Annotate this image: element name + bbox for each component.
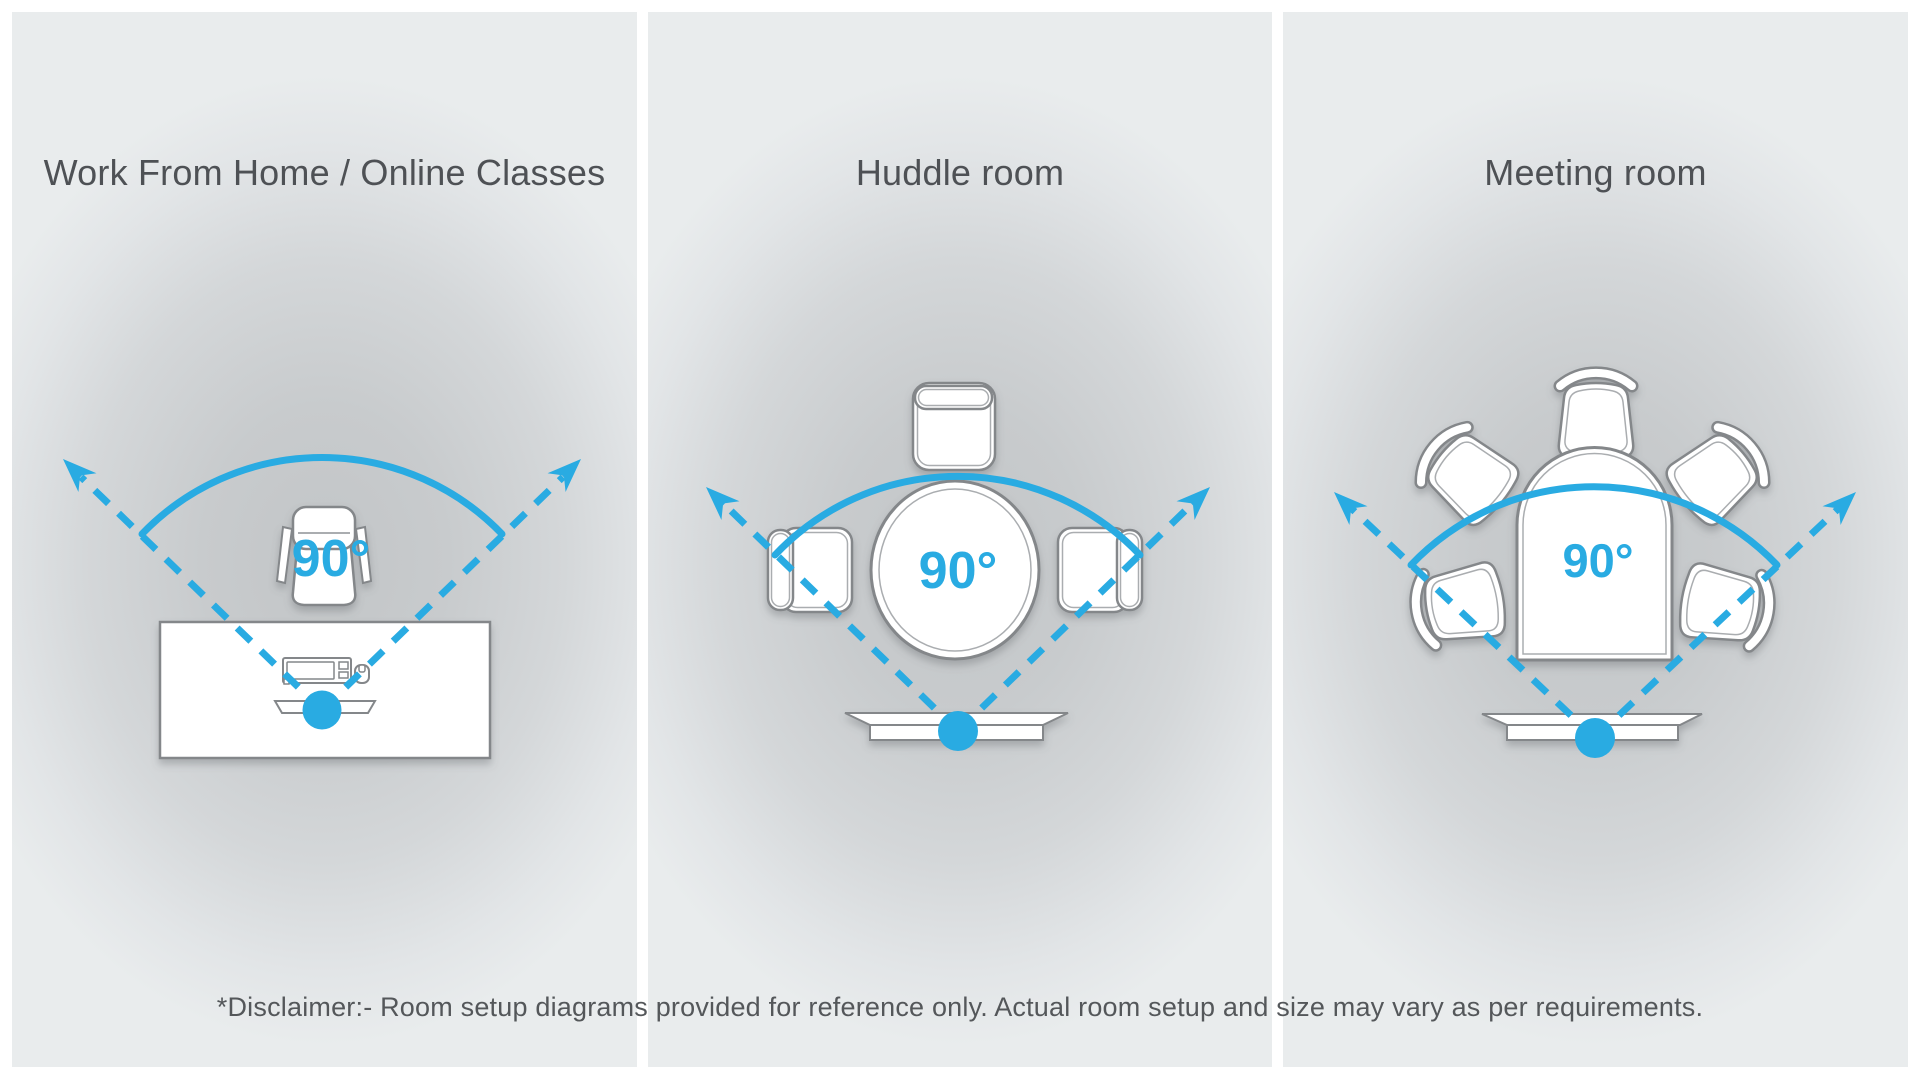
chair-lower-right-icon — [1676, 561, 1775, 650]
camera-dot — [302, 690, 342, 730]
disclaimer-text: *Disclaimer:- Room setup diagrams provid… — [216, 992, 1704, 1022]
work-from-home-diagram: 90° — [63, 454, 581, 760]
office-chair-icon — [275, 505, 373, 607]
fov-arrow-right-icon — [1176, 487, 1210, 520]
huddle-room-diagram: 90° — [706, 381, 1210, 751]
keyboard-icon — [282, 657, 352, 685]
fov-ray-right — [1592, 506, 1841, 741]
fov-ray-right — [319, 474, 566, 713]
fov-arc — [771, 472, 1144, 559]
fov-arrow-right-icon — [547, 459, 581, 492]
desk-icon — [158, 620, 492, 760]
fov-arc — [138, 454, 506, 538]
fov-ray-left — [78, 474, 325, 713]
round-table-icon — [869, 479, 1041, 661]
panel-title-work-from-home: Work From Home / Online Classes — [43, 152, 606, 193]
chair-upper-left-icon — [1410, 418, 1525, 531]
panel-huddle-room: Huddle room — [648, 12, 1272, 1067]
camera-dot — [1575, 718, 1615, 758]
fov-arrow-left-icon — [63, 459, 97, 492]
chair-left-icon — [766, 526, 854, 614]
fov-arrow-left-icon — [706, 487, 740, 520]
chair-top-icon — [911, 381, 997, 472]
panel-meeting-room: Meeting room — [1283, 12, 1908, 1067]
fov-ray-left — [721, 501, 961, 734]
camera-dot — [938, 711, 978, 751]
panel-title-huddle-room: Huddle room — [855, 152, 1065, 193]
panel-title-meeting-room: Meeting room — [1484, 152, 1707, 193]
meeting-room-diagram: 90° — [1334, 12, 1856, 758]
fov-ray-right — [955, 501, 1195, 734]
fov-arrow-left-icon — [1334, 492, 1368, 525]
fov-angle-label: 90° — [292, 530, 371, 588]
fov-angle-label: 90° — [1562, 534, 1633, 587]
panel-work-from-home: Work From Home / Online Classes — [12, 12, 637, 1067]
fov-arc — [1407, 483, 1781, 569]
fov-ray-left — [1349, 506, 1598, 741]
chair-upper-right-icon — [1660, 418, 1775, 531]
fov-arrow-right-icon — [1822, 492, 1856, 525]
fov-angle-label: 90° — [919, 542, 998, 600]
